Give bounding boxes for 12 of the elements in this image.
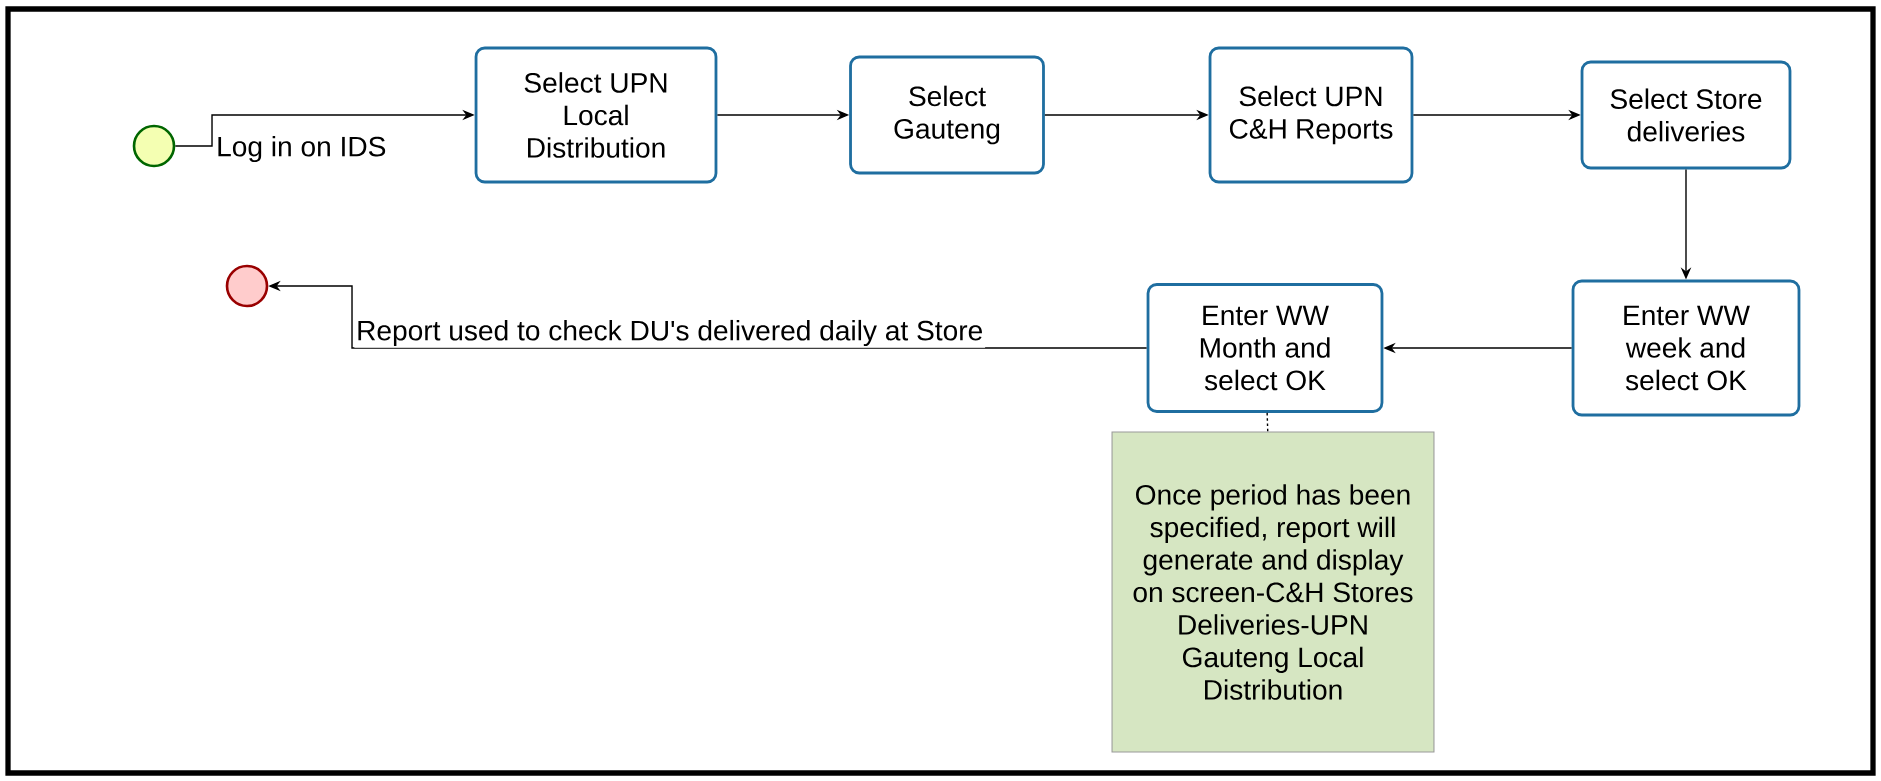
task-box: Enter WW Month and select OK [1146, 283, 1384, 413]
task-box: Select UPN Local Distribution [474, 46, 718, 184]
end-event-circle [225, 264, 269, 308]
task-box: Select Gauteng [849, 55, 1045, 175]
edge-label: Report used to check DU's delivered daily at Store [358, 319, 982, 347]
edge-label: Log in on IDS [218, 135, 386, 163]
start-event-circle [132, 124, 176, 168]
task-box: Enter WW week and select OK [1571, 279, 1801, 417]
task-box: Select UPN C&H Reports [1208, 46, 1414, 184]
task-box: Select Store deliveries [1580, 60, 1792, 170]
connector-line [1266, 412, 1269, 433]
annotation-box: Once period has been specified, report will generate and display on screen-C&H Stores Deliveries-UPN Gauteng Local Distribution [1111, 431, 1435, 753]
